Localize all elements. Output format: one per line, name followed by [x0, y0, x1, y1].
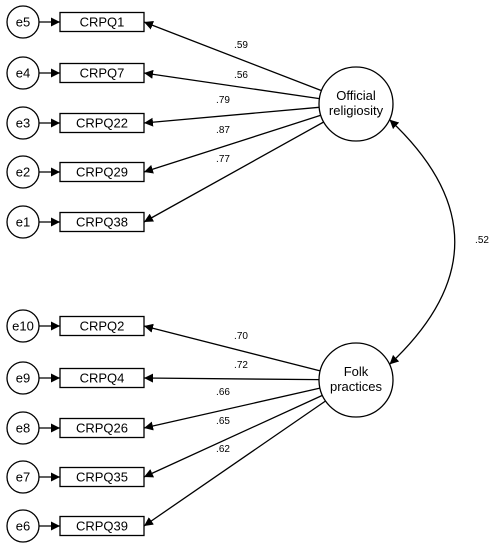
indicator-box	[59, 161, 145, 183]
loading-path	[143, 400, 326, 527]
loading-value: .72	[234, 360, 248, 371]
loading-value: .59	[234, 40, 248, 51]
loading-value: .66	[216, 387, 230, 398]
loading-value: .62	[216, 444, 230, 455]
loading-path	[143, 373, 320, 383]
error-label: e6	[16, 519, 30, 534]
indicator-box	[59, 417, 145, 439]
error-term	[6, 411, 40, 445]
loading-path	[143, 106, 320, 127]
indicator-label: CRPQ1	[80, 15, 125, 30]
indicator-label: CRPQ29	[76, 165, 128, 180]
indicator-label: CRPQ35	[76, 470, 128, 485]
error-label: e4	[16, 66, 30, 81]
loading-path	[143, 114, 321, 174]
indicator-box	[59, 515, 145, 537]
loading-value: .56	[234, 70, 248, 81]
indicator-box	[59, 11, 145, 33]
error-label: e8	[16, 421, 30, 436]
factor-official	[318, 66, 394, 142]
error-label: e7	[16, 470, 30, 485]
indicator-box	[59, 466, 145, 488]
loading-path	[143, 69, 320, 100]
indicator-label: CRPQ39	[76, 519, 128, 534]
indicator-box	[59, 211, 145, 233]
indicator-label: CRPQ4	[80, 371, 125, 386]
loading-path	[143, 21, 322, 92]
error-term	[6, 205, 40, 239]
loading-path	[143, 121, 324, 223]
error-term	[6, 309, 40, 343]
correlation-path	[389, 119, 456, 365]
indicator-box	[59, 315, 145, 337]
error-term	[6, 155, 40, 189]
error-term	[6, 106, 40, 140]
indicator-label: CRPQ7	[80, 66, 125, 81]
loading-value: .87	[216, 125, 230, 136]
error-term	[6, 509, 40, 543]
indicator-label: CRPQ26	[76, 421, 128, 436]
indicator-box	[59, 62, 145, 84]
error-label: e10	[12, 319, 34, 334]
indicator-box	[59, 112, 145, 134]
indicator-label: CRPQ22	[76, 116, 128, 131]
error-label: e3	[16, 116, 30, 131]
error-label: e2	[16, 165, 30, 180]
loading-value: .70	[234, 331, 248, 342]
loading-path	[143, 394, 323, 478]
loading-value: .65	[216, 416, 230, 427]
error-term	[6, 56, 40, 90]
error-term	[6, 5, 40, 39]
loading-path	[143, 323, 321, 372]
indicator-box	[59, 367, 145, 389]
loading-value: .79	[216, 95, 230, 106]
indicator-label: CRPQ2	[80, 319, 125, 334]
loading-path	[143, 387, 321, 431]
loading-value: .77	[216, 154, 230, 165]
error-label: e1	[16, 215, 30, 230]
error-term	[6, 361, 40, 395]
factor-folk	[318, 342, 394, 418]
error-label: e9	[16, 371, 30, 386]
indicator-label: CRPQ38	[76, 215, 128, 230]
error-label: e5	[16, 15, 30, 30]
correlation-value: .52	[475, 235, 489, 246]
error-term	[6, 460, 40, 494]
